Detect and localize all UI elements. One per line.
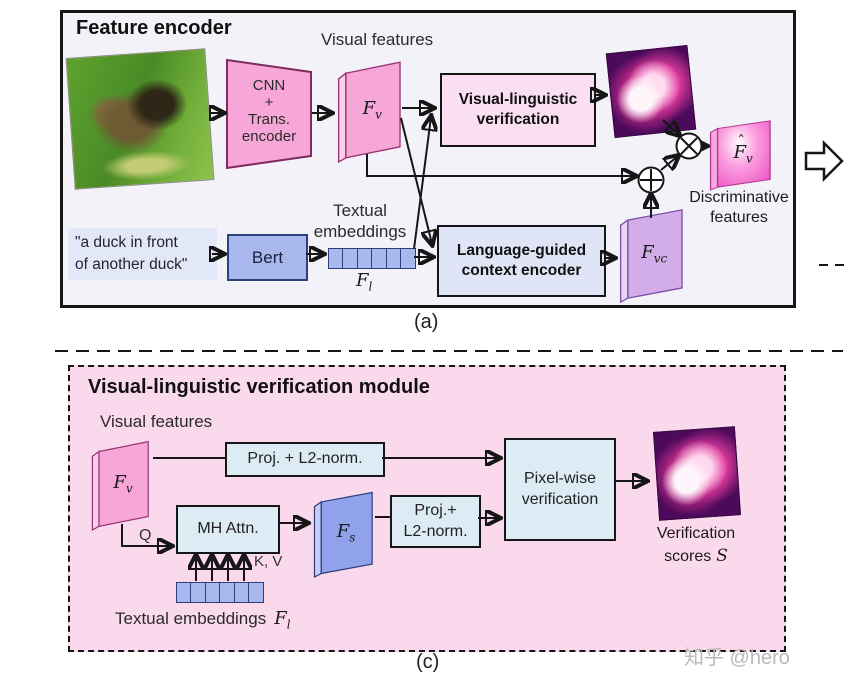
discriminative-features-label: Discriminative features	[689, 189, 789, 226]
fl-symbol: Fl	[356, 270, 373, 294]
visual-features-label-c: Visual features	[100, 412, 213, 431]
input-duck-image	[65, 48, 215, 190]
visual-linguistic-verification-block: Visual-linguistic verification	[440, 73, 596, 147]
textual-embeddings-bar	[328, 248, 417, 269]
feature-encoder-title: Feature encoder	[76, 17, 232, 39]
embedding-cell	[400, 248, 417, 269]
language-guided-context-encoder-block: Language-guided context encoder	[437, 225, 606, 297]
context-features-tensor: Fvc	[618, 206, 684, 304]
watermark: 知乎 @hero	[684, 647, 790, 669]
fl-symbol-c: Fl	[274, 608, 291, 632]
textual-embeddings-bar-c	[176, 582, 265, 603]
visual-features-tensor-c: Fv	[90, 438, 150, 532]
caption-c: (c)	[416, 651, 440, 673]
textual-embeddings-label: Textual embeddings	[313, 201, 407, 242]
scores-s-symbol: S	[716, 545, 728, 566]
key-value-label: K, V	[254, 553, 283, 570]
semantic-features-tensor: Fs	[312, 489, 374, 578]
visual-features-tensor: Fv	[336, 58, 402, 164]
next-stage-arrow-icon	[804, 139, 844, 183]
proj-l2norm-block-top: Proj. + L2-norm.	[225, 442, 385, 477]
verification-scores-heatmap	[652, 426, 742, 521]
caption-a: (a)	[414, 311, 439, 333]
text-query-box: "a duck in front of another duck"	[68, 228, 217, 280]
mh-attention-block: MH Attn.	[176, 505, 280, 554]
vl-verification-module-title: Visual-linguistic verification module	[88, 376, 430, 398]
bert-encoder-block: Bert	[227, 234, 308, 281]
embedding-cell	[248, 582, 265, 603]
query-q-label: Q	[139, 527, 152, 544]
cnn-encoder-block: CNN + Trans. encoder	[241, 77, 297, 145]
verification-heatmap	[605, 44, 697, 139]
visual-features-label: Visual features	[321, 30, 434, 49]
pixel-wise-verification-block: Pixel-wise verification	[504, 438, 616, 541]
cnn-trapezoid-shape	[226, 58, 312, 170]
proj-l2norm-block-lower: Proj.+ L2-norm.	[390, 495, 481, 548]
